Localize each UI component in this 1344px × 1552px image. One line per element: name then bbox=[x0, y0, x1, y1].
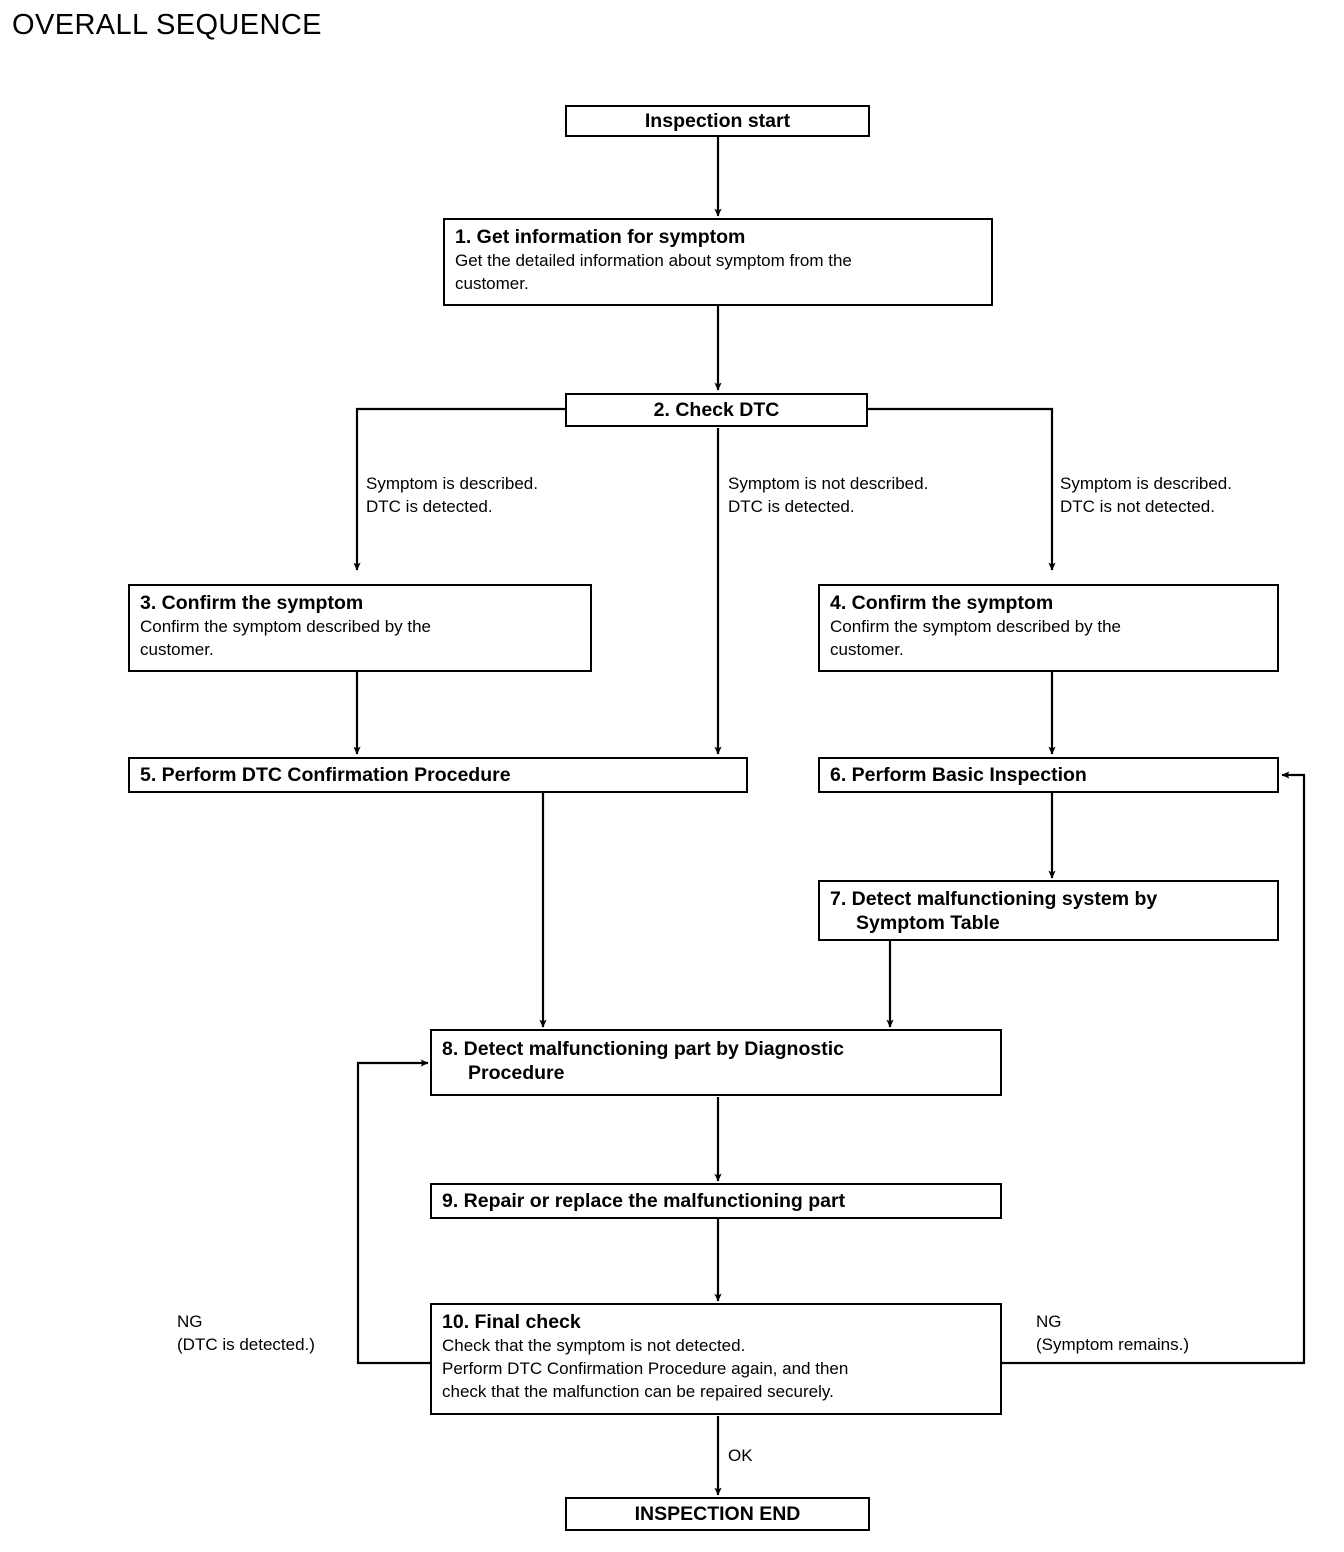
node-step-4[interactable]: 4. Confirm the symptom Confirm the sympt… bbox=[818, 584, 1279, 672]
node-inspection-start-title: Inspection start bbox=[644, 110, 791, 132]
node-step-2-title: 2. Check DTC bbox=[653, 399, 780, 421]
node-inspection-end[interactable]: INSPECTION END bbox=[565, 1497, 870, 1531]
edge-2-to-4 bbox=[867, 407, 1056, 571]
node-inspection-end-title: INSPECTION END bbox=[634, 1503, 801, 1525]
node-step-3[interactable]: 3. Confirm the symptom Confirm the sympt… bbox=[128, 584, 592, 672]
edge-label-ng-left: NG (DTC is detected.) bbox=[177, 1312, 315, 1354]
node-step-7-title: 7. Detect malfunctioning system by Sympt… bbox=[830, 888, 1158, 934]
node-step-10-title: 10. Final check bbox=[442, 1311, 581, 1333]
node-inspection-start[interactable]: Inspection start bbox=[565, 105, 870, 137]
edge-label-branch-middle: Symptom is not described. DTC is detecte… bbox=[728, 474, 929, 516]
node-step-8[interactable]: 8. Detect malfunctioning part by Diagnos… bbox=[430, 1029, 1002, 1096]
node-step-1-title: 1. Get information for symptom bbox=[455, 226, 746, 248]
node-step-2[interactable]: 2. Check DTC bbox=[565, 393, 868, 427]
node-step-10-body: Check that the symptom is not detected. … bbox=[442, 1336, 849, 1401]
node-step-1-body: Get the detailed information about sympt… bbox=[455, 251, 852, 293]
edge-label-ng-right: NG (Symptom remains.) bbox=[1036, 1312, 1190, 1354]
edge-2-to-3 bbox=[353, 407, 565, 571]
node-step-5[interactable]: 5. Perform DTC Confirmation Procedure bbox=[128, 757, 748, 793]
node-step-6[interactable]: 6. Perform Basic Inspection bbox=[818, 757, 1279, 793]
node-step-9[interactable]: 9. Repair or replace the malfunctioning … bbox=[430, 1183, 1002, 1219]
node-step-8-title: 8. Detect malfunctioning part by Diagnos… bbox=[442, 1038, 844, 1084]
node-step-1[interactable]: 1. Get information for symptom Get the d… bbox=[443, 218, 993, 306]
node-step-9-title: 9. Repair or replace the malfunctioning … bbox=[442, 1190, 846, 1212]
node-step-5-title: 5. Perform DTC Confirmation Procedure bbox=[140, 764, 511, 786]
page-title: OVERALL SEQUENCE bbox=[12, 9, 322, 41]
node-step-10[interactable]: 10. Final check Check that the symptom i… bbox=[430, 1303, 1002, 1415]
edge-label-branch-left: Symptom is described. DTC is detected. bbox=[366, 474, 538, 516]
node-step-3-title: 3. Confirm the symptom bbox=[140, 592, 364, 614]
node-step-6-title: 6. Perform Basic Inspection bbox=[830, 764, 1087, 786]
edge-ng-left-loop bbox=[356, 1059, 432, 1365]
node-step-4-body: Confirm the symptom described by the cus… bbox=[830, 617, 1122, 659]
edge-ng-right-loop bbox=[1002, 771, 1306, 1365]
node-step-7[interactable]: 7. Detect malfunctioning system by Sympt… bbox=[818, 880, 1279, 941]
edge-label-branch-right: Symptom is described. DTC is not detecte… bbox=[1060, 474, 1232, 516]
node-step-4-title: 4. Confirm the symptom bbox=[830, 592, 1054, 614]
node-step-3-body: Confirm the symptom described by the cus… bbox=[140, 617, 432, 659]
edge-label-ok: OK bbox=[728, 1446, 753, 1465]
